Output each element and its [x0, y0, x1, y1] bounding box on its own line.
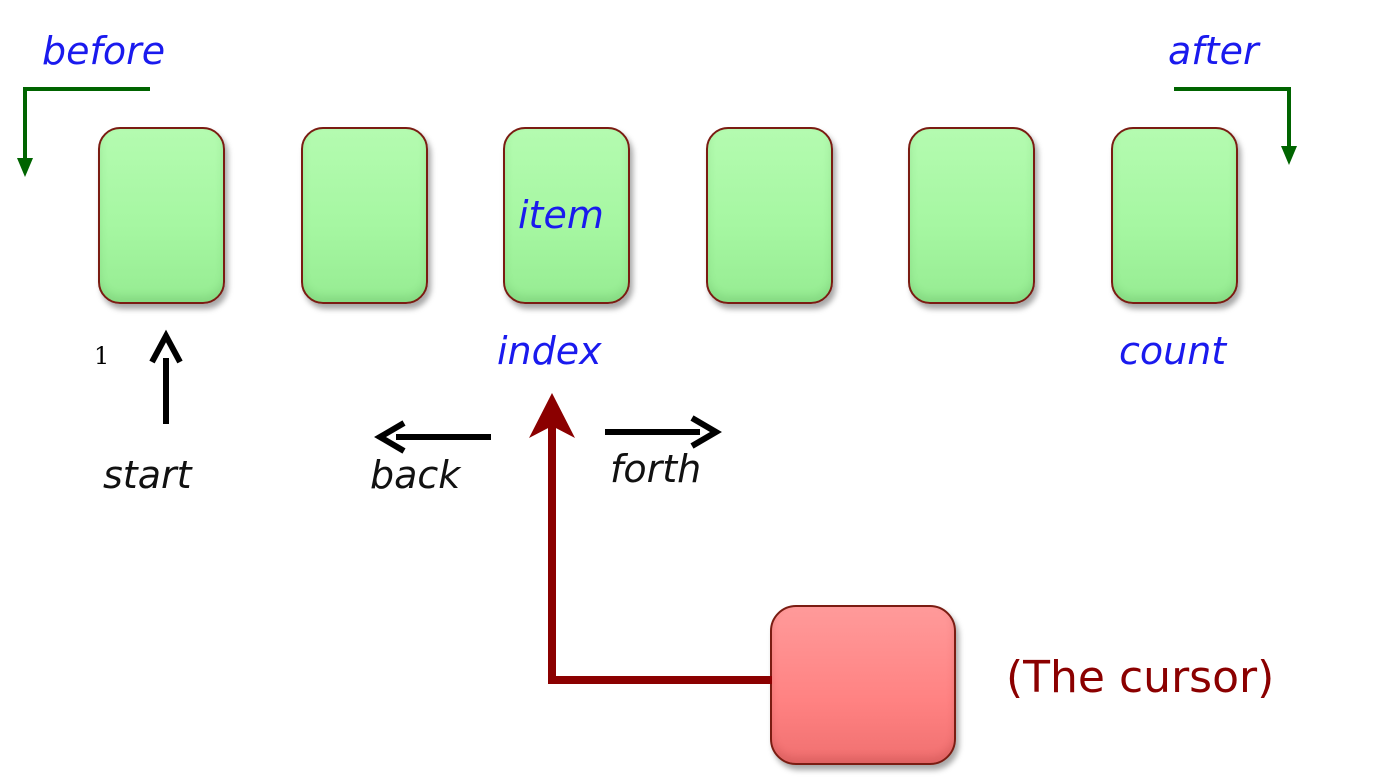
cursor-label: (The cursor): [1006, 652, 1275, 703]
list-cell-1: [98, 127, 225, 304]
back-label: back: [370, 453, 461, 497]
start-label: start: [103, 453, 192, 497]
after-arrow: [1174, 87, 1297, 165]
after-label: after: [1168, 29, 1259, 73]
list-cell-3: [503, 127, 630, 304]
list-cell-6: [1111, 127, 1238, 304]
back-arrow: [374, 420, 491, 454]
before-arrow: [17, 87, 150, 177]
count-label: count: [1119, 329, 1227, 373]
cursor-box: [770, 605, 956, 765]
cursor-arrow: [529, 393, 772, 684]
list-cell-5: [908, 127, 1035, 304]
forth-label: forth: [610, 447, 702, 491]
forth-arrow: [605, 415, 722, 449]
list-cell-4: [706, 127, 833, 304]
list-cell-2: [301, 127, 428, 304]
before-label: before: [42, 29, 166, 73]
item-label: item: [518, 193, 604, 237]
first-index-label: 1: [94, 342, 110, 370]
index-label: index: [497, 329, 602, 373]
start-arrow: [149, 329, 183, 424]
